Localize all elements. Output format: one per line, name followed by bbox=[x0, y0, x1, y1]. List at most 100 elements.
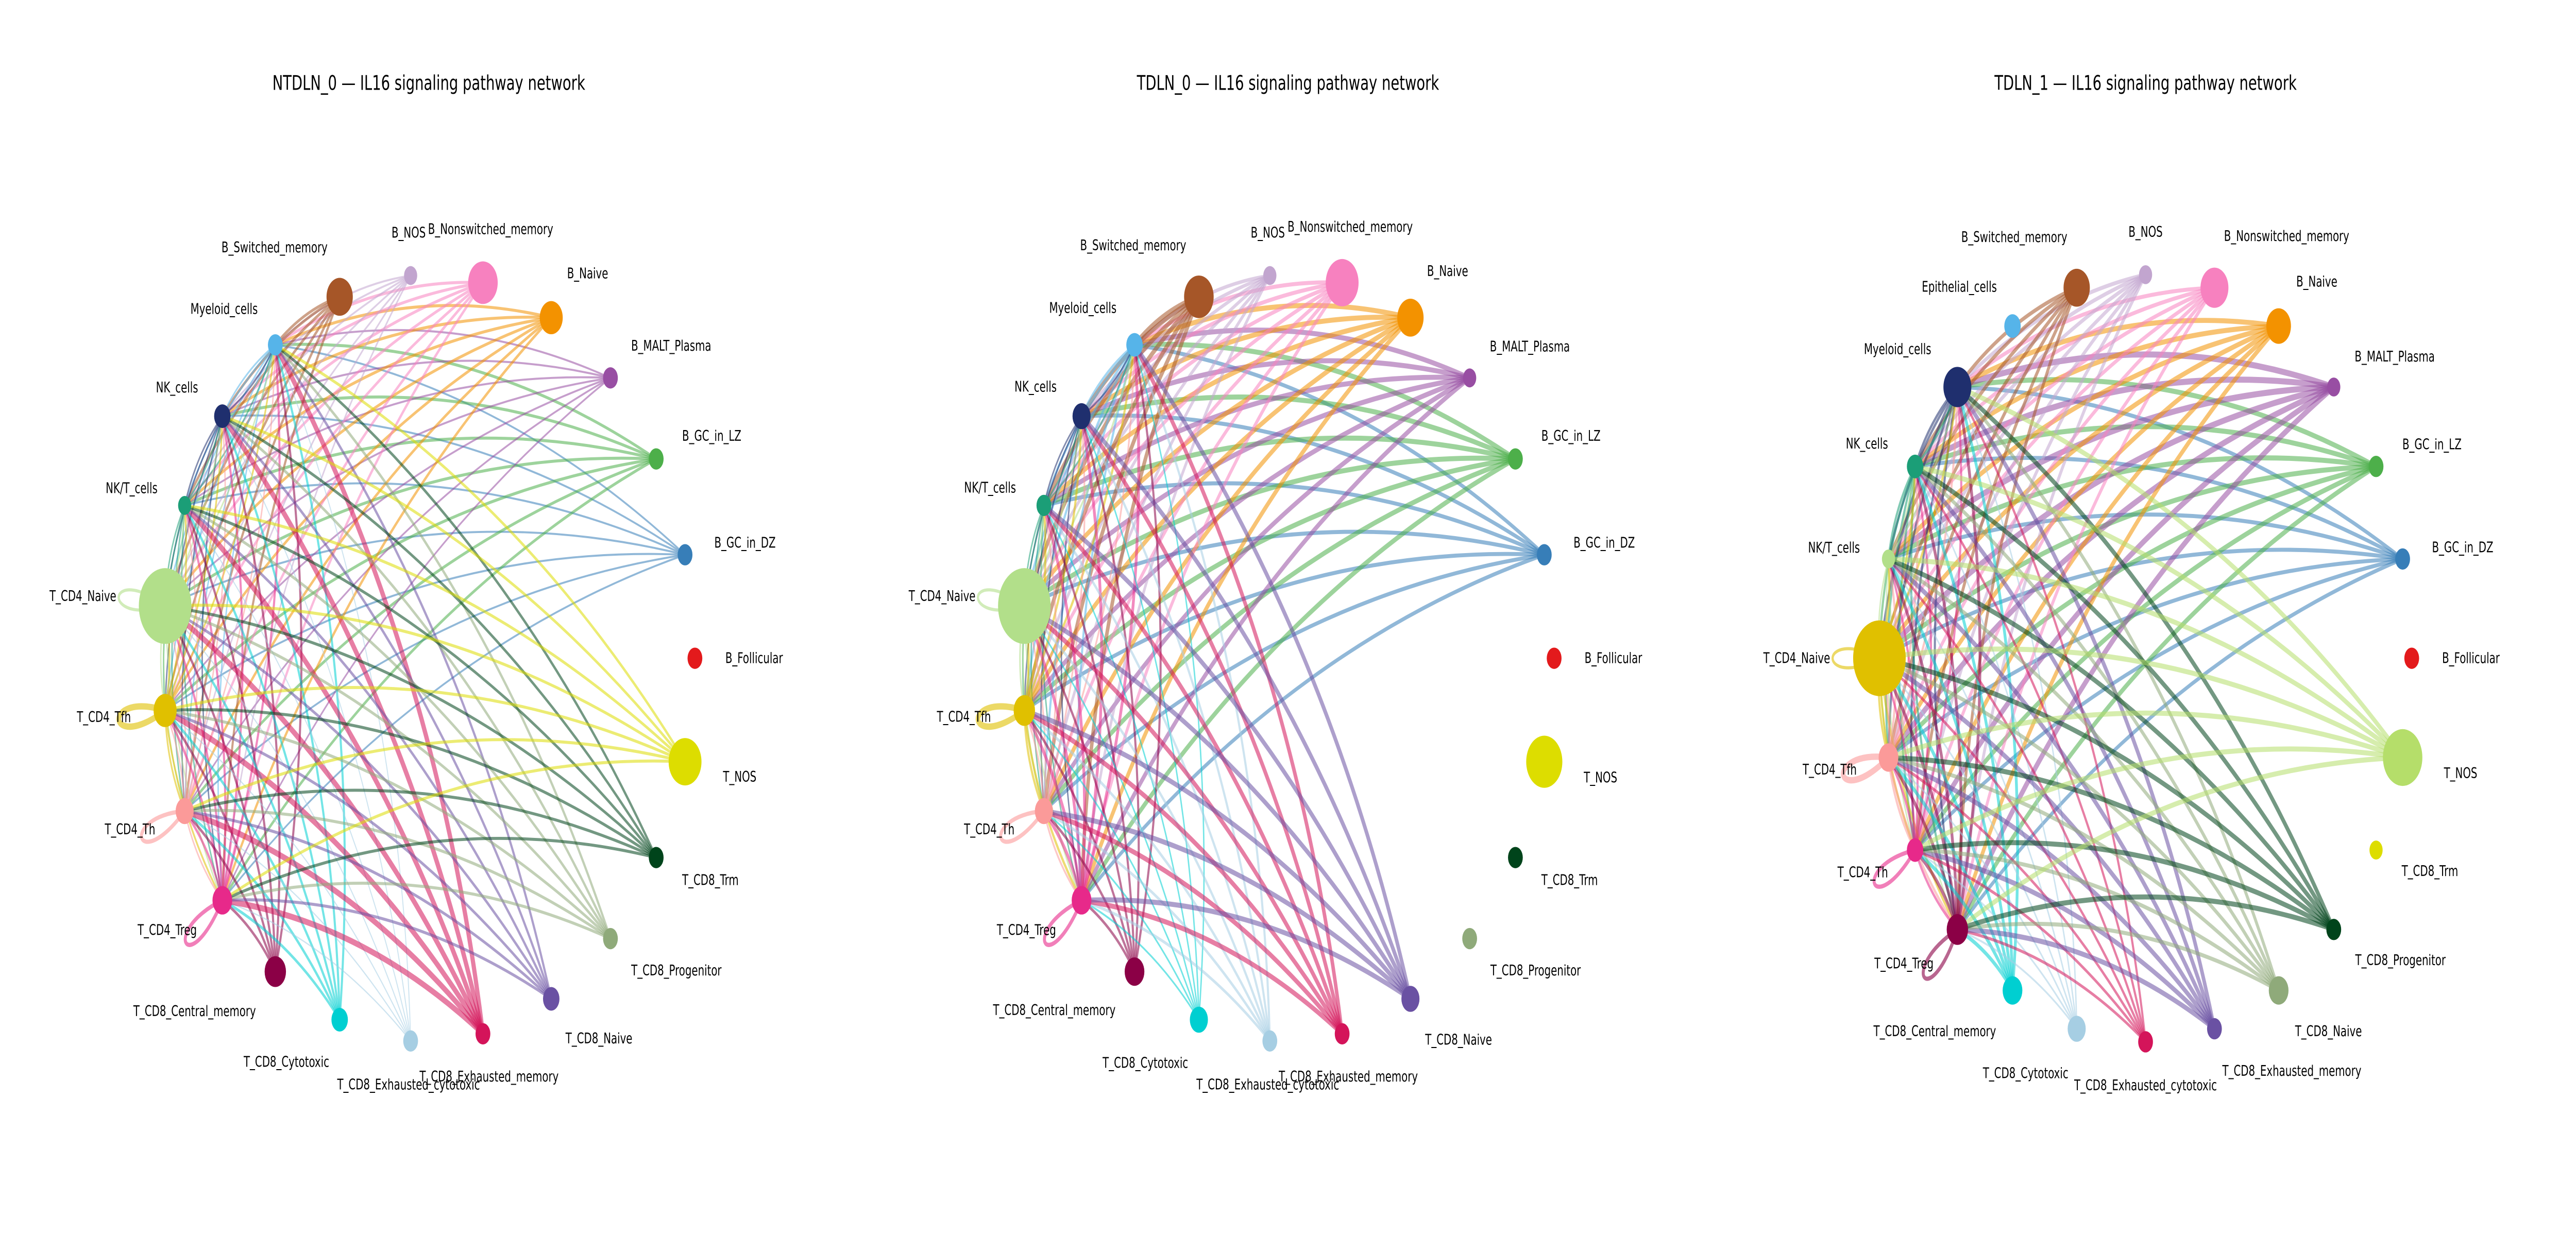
node bbox=[214, 404, 231, 428]
node bbox=[268, 334, 283, 356]
edge bbox=[1887, 755, 2336, 932]
panel-1: TDLN_0 — IL16 signaling pathway networkB… bbox=[908, 72, 1642, 1093]
node bbox=[2207, 1018, 2222, 1040]
node bbox=[1190, 1006, 1208, 1033]
node bbox=[1124, 957, 1145, 986]
edge bbox=[1956, 385, 2147, 1043]
edge bbox=[1910, 465, 1959, 931]
edge bbox=[221, 415, 686, 764]
node bbox=[404, 266, 417, 285]
self-loop-edge bbox=[116, 703, 166, 730]
node-label: B_Follicular bbox=[725, 649, 784, 667]
edge bbox=[1023, 709, 1271, 1043]
edge bbox=[1910, 385, 1959, 852]
edge bbox=[1913, 847, 2216, 1032]
node bbox=[1334, 1023, 1350, 1045]
node bbox=[2139, 265, 2153, 284]
node-label: T_CD8_Exhausted_cytotoxic bbox=[337, 1076, 480, 1093]
edge bbox=[1914, 465, 1933, 852]
node bbox=[687, 647, 703, 669]
edge bbox=[1877, 646, 2404, 760]
node bbox=[1072, 403, 1091, 430]
node-label: T_CD4_Tfh bbox=[76, 708, 131, 726]
node-label: T_CD4_Th bbox=[1837, 864, 1888, 881]
node-label: T_CD8_Cytotoxic bbox=[243, 1053, 329, 1071]
node bbox=[2369, 840, 2383, 860]
node bbox=[1508, 847, 1523, 868]
node-label: T_CD4_Treg bbox=[1874, 955, 1934, 972]
node-label: T_CD8_Exhausted_memory bbox=[419, 1068, 559, 1085]
node bbox=[476, 1023, 490, 1045]
edge bbox=[1913, 323, 2281, 853]
node bbox=[603, 928, 618, 950]
edge bbox=[1955, 323, 2281, 932]
node bbox=[2004, 314, 2021, 338]
edge bbox=[1023, 605, 1200, 1021]
node-label: B_GC_in_DZ bbox=[2432, 539, 2494, 556]
edge bbox=[1079, 414, 1413, 1002]
edge bbox=[1023, 343, 1136, 712]
node bbox=[998, 568, 1051, 644]
node-label: B_Naive bbox=[1427, 262, 1468, 280]
node bbox=[1878, 743, 1899, 772]
edge bbox=[1913, 456, 2404, 561]
edge bbox=[1023, 604, 1136, 973]
edge bbox=[183, 504, 657, 860]
edge bbox=[274, 343, 686, 764]
node-label: T_CD4_Th bbox=[105, 820, 156, 838]
node bbox=[154, 694, 177, 727]
node-label: NK_cells bbox=[156, 379, 198, 396]
edge bbox=[1955, 384, 2336, 932]
node-label: T_CD8_Naive bbox=[1425, 1031, 1492, 1049]
edge bbox=[222, 554, 686, 902]
edge bbox=[1060, 415, 1082, 902]
edge bbox=[1022, 294, 1201, 713]
node bbox=[543, 987, 560, 1011]
edge bbox=[1080, 553, 1546, 903]
node-label: NK/T_cells bbox=[1808, 539, 1860, 556]
edge bbox=[1887, 556, 2336, 932]
edge bbox=[183, 809, 612, 940]
edge bbox=[163, 603, 485, 1037]
edge bbox=[164, 709, 612, 940]
node-label: T_CD8_Cytotoxic bbox=[1982, 1065, 2069, 1082]
edge bbox=[1042, 503, 1413, 1002]
node-label: T_CD4_Naive bbox=[1763, 649, 1830, 667]
node-label: B_GC_in_DZ bbox=[1573, 534, 1635, 552]
node bbox=[175, 798, 194, 825]
edge bbox=[221, 837, 657, 902]
node bbox=[331, 1007, 348, 1032]
edge bbox=[1043, 504, 1200, 1021]
self-loop-edge bbox=[1872, 848, 1917, 889]
node-label: B_Nonswitched_memory bbox=[2224, 227, 2349, 245]
edge bbox=[164, 604, 341, 1021]
node bbox=[2200, 267, 2229, 308]
edge bbox=[1042, 503, 1086, 903]
edge bbox=[164, 708, 657, 860]
node bbox=[1072, 886, 1092, 915]
edge bbox=[1022, 708, 1413, 1002]
edge bbox=[183, 504, 552, 1001]
edge bbox=[1080, 899, 1271, 1043]
node bbox=[1013, 695, 1035, 726]
edge bbox=[1043, 809, 1271, 1043]
node bbox=[1397, 299, 1424, 337]
edge bbox=[1887, 710, 2404, 760]
node-label: T_CD8_Exhausted_cytotoxic bbox=[2074, 1077, 2217, 1094]
node-label: B_Switched_memory bbox=[1080, 236, 1187, 254]
self-loop-edge bbox=[1841, 753, 1890, 784]
node-label: T_CD4_Th bbox=[963, 820, 1014, 838]
node bbox=[1126, 333, 1143, 357]
node bbox=[1508, 448, 1523, 470]
node bbox=[2138, 1031, 2153, 1053]
node bbox=[677, 544, 693, 565]
self-loop-edge bbox=[1043, 898, 1083, 947]
node-label: T_CD4_Tfh bbox=[937, 708, 991, 726]
node-label: T_CD8_Naive bbox=[2295, 1022, 2362, 1040]
edge bbox=[171, 504, 185, 812]
node bbox=[2268, 976, 2289, 1005]
edge bbox=[1913, 464, 2216, 1032]
node-label: B_GC_in_LZ bbox=[2402, 436, 2462, 453]
edge bbox=[164, 604, 552, 1001]
